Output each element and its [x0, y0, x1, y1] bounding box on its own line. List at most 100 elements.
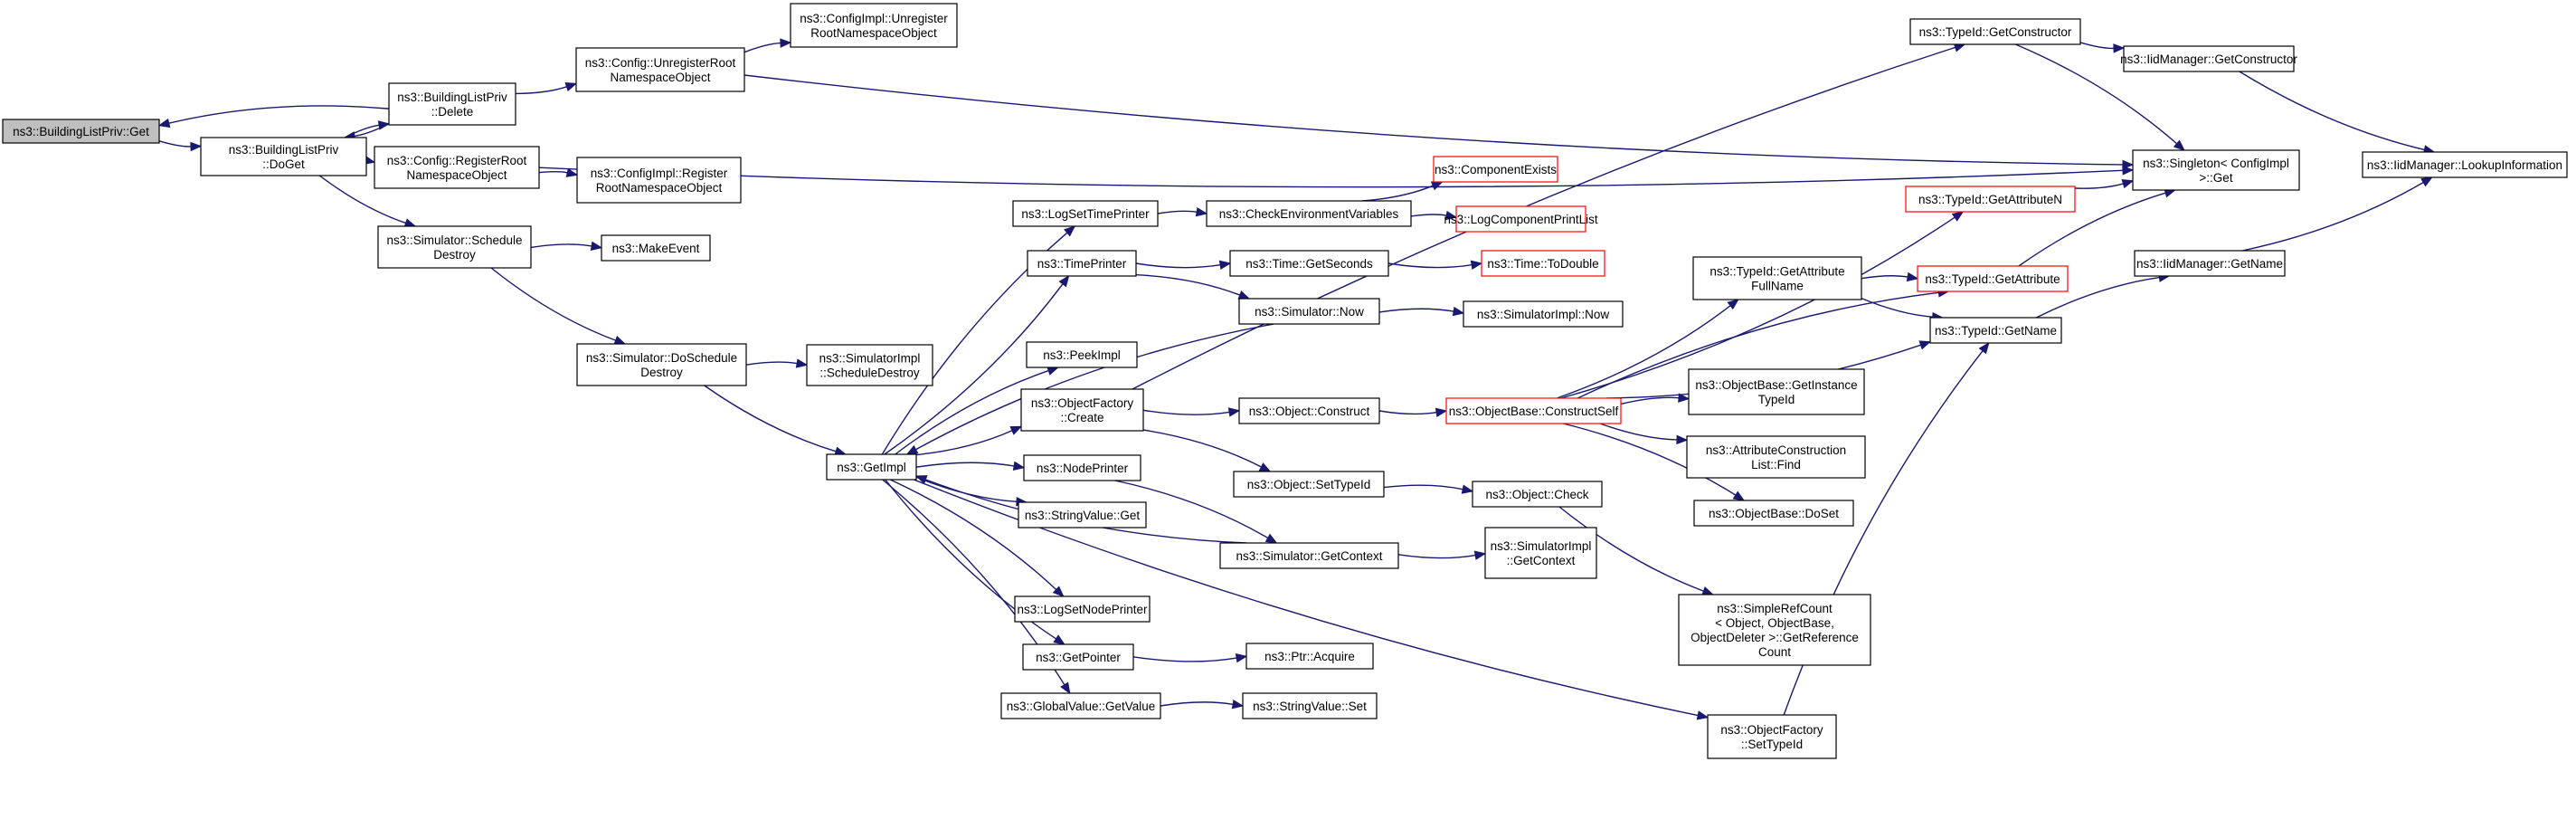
call-edge: [1563, 423, 1746, 501]
graph-node[interactable]: ns3::IidManager::LookupInformation: [2362, 151, 2568, 178]
graph-node[interactable]: ns3::SimulatorImpl::GetContext: [1484, 527, 1597, 579]
graph-node[interactable]: ns3::BuildingListPriv::DoGet: [200, 137, 367, 176]
graph-node[interactable]: ns3::PeekImpl: [1026, 341, 1138, 368]
graph-node[interactable]: ns3::Simulator::Now: [1238, 298, 1380, 325]
graph-node[interactable]: ns3::LogComponentPrintList: [1444, 205, 1598, 233]
arrowhead-icon: [1195, 207, 1208, 217]
graph-node-label: ns3::PeekImpl: [1043, 348, 1121, 362]
arrowhead-icon: [905, 444, 919, 455]
call-edge-line: [915, 323, 1274, 451]
graph-node-label: RootNamespaceObject: [810, 26, 937, 40]
graph-node-box: [1905, 186, 2076, 213]
graph-node-box: [1023, 454, 1141, 481]
graph-node[interactable]: ns3::Object::SetTypeId: [1233, 471, 1385, 498]
graph-node[interactable]: ns3::Object::Check: [1472, 481, 1603, 508]
graph-node[interactable]: ns3::TypeId::GetName: [1929, 317, 2062, 344]
graph-node[interactable]: ns3::BuildingListPriv::Delete: [388, 82, 516, 126]
graph-node-label: Destroy: [640, 366, 683, 379]
arrowhead-icon: [1264, 533, 1278, 544]
graph-node[interactable]: ns3::MakeEvent: [601, 234, 711, 262]
graph-node[interactable]: ns3::CheckEnvironmentVariables: [1206, 200, 1412, 227]
graph-node[interactable]: ns3::Time::GetSeconds: [1229, 250, 1389, 277]
graph-node[interactable]: ns3::Config::UnregisterRootNamespaceObje…: [575, 47, 745, 92]
graph-node[interactable]: ns3::SimulatorImpl::ScheduleDestroy: [806, 344, 933, 386]
arrowhead-icon: [1218, 260, 1232, 270]
call-edge: [1378, 407, 1448, 417]
graph-node[interactable]: ns3::ConfigImpl::UnregisterRootNamespace…: [790, 3, 958, 48]
graph-node[interactable]: ns3::Simulator::ScheduleDestroy: [377, 225, 532, 269]
graph-node[interactable]: ns3::Simulator::GetContext: [1219, 542, 1399, 569]
graph-node-label: Destroy: [433, 248, 476, 262]
graph-node[interactable]: ns3::TypeId::GetAttributeN: [1905, 186, 2076, 213]
call-edge-line: [2239, 71, 2425, 151]
graph-node[interactable]: ns3::TimePrinter: [1027, 250, 1137, 277]
graph-node[interactable]: ns3::ObjectFactory::SetTypeId: [1707, 714, 1837, 759]
graph-node[interactable]: ns3::ObjectFactory::Create: [1020, 388, 1144, 432]
graph-node[interactable]: ns3::Singleton< ConfigImpl >::Get: [2132, 149, 2300, 191]
graph-node[interactable]: ns3::TypeId::GetConstructor: [1909, 18, 2081, 45]
call-edge-line: [915, 462, 1015, 468]
arrowhead-icon: [1978, 341, 1990, 355]
call-edge-line: [1383, 484, 1463, 490]
graph-node[interactable]: ns3::Ptr::Acquire: [1245, 643, 1374, 670]
call-edge-line: [1160, 701, 1234, 707]
graph-node-box: [806, 344, 933, 386]
graph-node-box: [1707, 714, 1837, 759]
call-edge-line: [1135, 273, 1241, 296]
graph-node-label: List::Find: [1751, 458, 1801, 471]
graph-node[interactable]: ns3::SimpleRefCount< Object, ObjectBase,…: [1678, 594, 1871, 666]
graph-node[interactable]: ns3::GetImpl: [826, 453, 917, 481]
graph-node[interactable]: ns3::SimulatorImpl::Now: [1463, 300, 1624, 328]
graph-node[interactable]: ns3::Time::ToDouble: [1481, 250, 1605, 277]
graph-node[interactable]: ns3::IidManager::GetName: [2134, 250, 2286, 277]
arrowhead-icon: [1227, 407, 1241, 417]
call-edge: [915, 425, 1023, 456]
graph-node[interactable]: ns3::ObjectBase::ConstructSelf: [1445, 397, 1622, 424]
call-edge: [1383, 484, 1474, 494]
arrowhead-icon: [780, 38, 792, 48]
call-edge-line: [1410, 214, 1447, 217]
graph-node-label: ns3::TypeId::GetAttribute: [1709, 265, 1844, 279]
graph-node[interactable]: ns3::TypeId::GetAttribute: [1917, 265, 2069, 292]
graph-node-box: [1233, 471, 1385, 498]
graph-node[interactable]: ns3::ConfigImpl::RegisterRootNamespaceOb…: [576, 157, 742, 204]
graph-node[interactable]: ns3::NodePrinter: [1023, 454, 1141, 481]
graph-node[interactable]: ns3::LogSetNodePrinter: [1014, 595, 1151, 623]
call-edge-line: [515, 86, 567, 95]
graph-node[interactable]: ns3::GetPointer: [1022, 643, 1134, 671]
arrowhead-icon: [2122, 159, 2135, 170]
call-edge: [1135, 260, 1232, 270]
graph-node-label: ns3::LogSetNodePrinter: [1017, 603, 1148, 616]
graph-node[interactable]: ns3::GlobalValue::GetValue: [1000, 692, 1161, 719]
graph-node[interactable]: ns3::ComponentExists: [1433, 156, 1558, 183]
graph-node[interactable]: ns3::IidManager::GetConstructor: [2120, 45, 2297, 72]
graph-node[interactable]: ns3::Object::Construct: [1238, 397, 1380, 424]
arrowhead-icon: [1052, 586, 1065, 597]
call-edge-line: [1132, 46, 1956, 390]
graph-node-box: [1018, 501, 1147, 529]
call-edge: [1387, 260, 1483, 270]
graph-node-label: TypeId: [1758, 393, 1795, 406]
graph-node-box: [576, 157, 742, 204]
call-edge: [1557, 299, 1739, 399]
arrowhead-icon: [1696, 710, 1709, 720]
graph-node[interactable]: ns3::BuildingListPriv::Get: [2, 119, 160, 144]
graph-node[interactable]: ns3::StringValue::Set: [1242, 692, 1378, 719]
arrowhead-icon: [1461, 484, 1474, 494]
call-edge: [1599, 423, 1689, 445]
graph-node-label: ns3::IidManager::GetName: [2136, 257, 2283, 271]
graph-node-label: ns3::ObjectBase::GetInstance: [1695, 378, 1857, 392]
call-edge-line: [1387, 262, 1473, 269]
graph-node[interactable]: ns3::LogSetTimePrinter: [1012, 200, 1159, 227]
graph-node[interactable]: ns3::StringValue::Get: [1018, 501, 1147, 529]
call-edge-line: [915, 430, 1013, 456]
graph-node-label: ns3::Ptr::Acquire: [1264, 650, 1355, 663]
graph-node[interactable]: ns3::ObjectBase::DoSet: [1693, 500, 1854, 527]
call-edge-line: [1861, 297, 1933, 318]
call-edge: [158, 140, 203, 152]
